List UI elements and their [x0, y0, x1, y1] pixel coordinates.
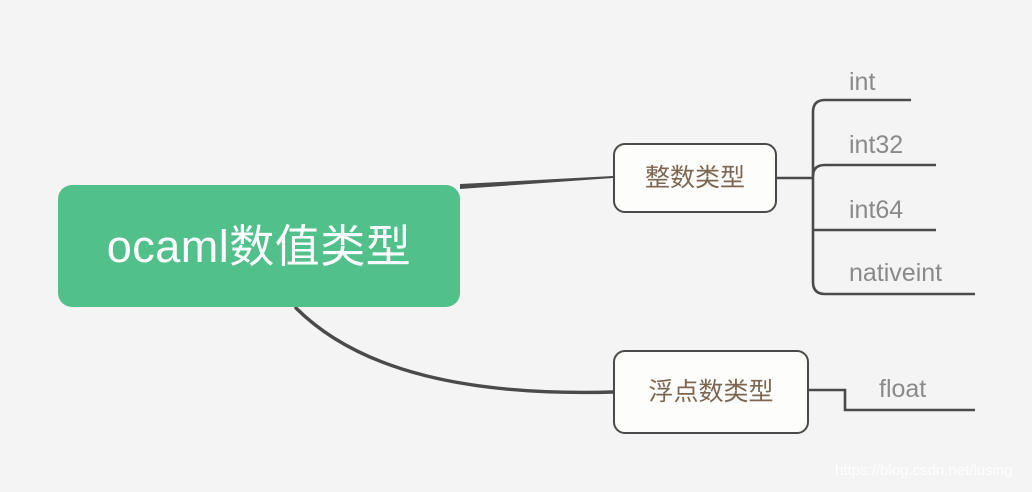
leaf-node-int[interactable]: int — [849, 68, 876, 96]
leaf-node-nativeint[interactable]: nativeint — [849, 259, 943, 287]
root-node-label: ocaml数值类型 — [106, 220, 412, 272]
branch-node-integer-types[interactable]: 整数类型 — [613, 143, 777, 213]
connector-leaf-int32 — [811, 163, 936, 177]
leaf-node-int64[interactable]: int64 — [849, 196, 904, 224]
connector-root-to-float-types — [294, 306, 615, 395]
connector-root-to-int-types — [460, 176, 613, 189]
leaf-node-int32[interactable]: int32 — [849, 131, 904, 159]
watermark: https://blog.csdn.net/lusing — [835, 462, 1013, 479]
leaf-node-float[interactable]: float — [879, 375, 927, 403]
branch-node-float-types-label: 浮点数类型 — [648, 377, 774, 406]
branch-node-float-types[interactable]: 浮点数类型 — [613, 350, 809, 434]
root-node[interactable]: ocaml数值类型 — [58, 185, 460, 307]
connector-leaf-int — [811, 98, 911, 113]
branch-node-integer-types-label: 整数类型 — [644, 163, 745, 192]
